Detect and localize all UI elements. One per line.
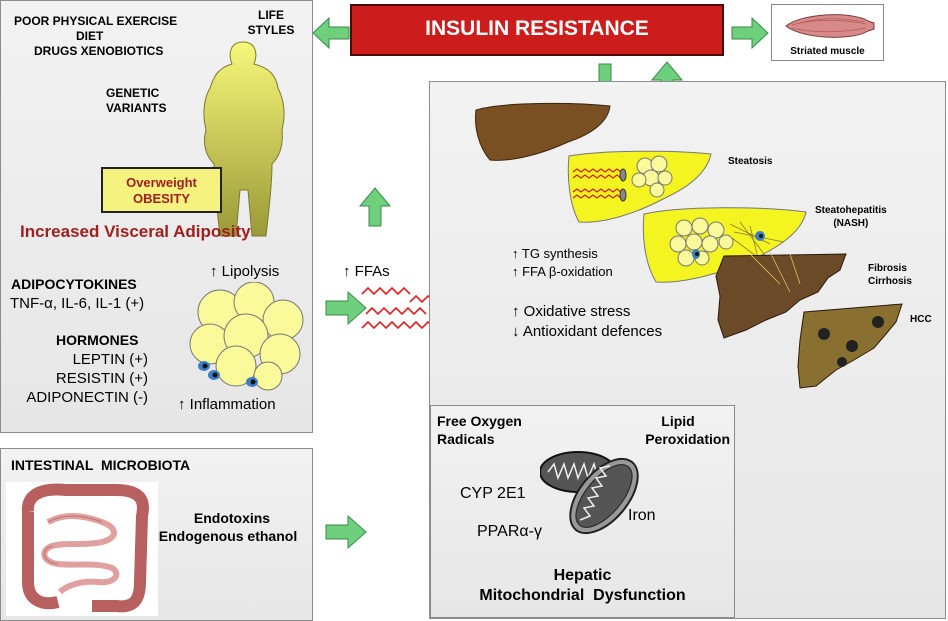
nash-line1: Steatohepatitis xyxy=(815,205,887,216)
mitochondria-icon xyxy=(540,451,639,535)
adipocytokines-title: ADIPOCYTOKINES xyxy=(11,276,137,292)
antioxidant-label: ↓ Antioxidant defences xyxy=(512,323,663,340)
arrow-right-microbiota-icon xyxy=(325,514,367,550)
hormones-title: HORMONES xyxy=(56,332,139,348)
intestine-icon xyxy=(6,482,158,616)
mito-dysfunction-title: Hepatic Mitochondrial Dysfunction xyxy=(430,566,735,606)
ffa-label: ↑ FFAs xyxy=(343,263,390,280)
oxidative-stress-label: ↑ Oxidative stress xyxy=(512,303,631,320)
arrow-up-ffa-icon xyxy=(358,187,392,227)
lipolysis-label: ↑ Lipolysis xyxy=(210,263,280,280)
visceral-adiposity-heading: Increased Visceral Adiposity xyxy=(20,222,251,241)
hormones-list: LEPTIN (+) RESISTIN (+) ADIPONECTIN (-) xyxy=(0,350,148,407)
endotoxins-label: Endotoxins xyxy=(193,510,271,526)
hormone-resistin: RESISTIN (+) xyxy=(55,370,148,387)
insulin-resistance-box: INSULIN RESISTANCE xyxy=(350,4,724,56)
nash-line2: (NASH) xyxy=(833,218,869,229)
lipid-line2: Peroxidation xyxy=(645,431,730,447)
adipocytes-icon xyxy=(189,282,304,391)
lifestyles-line2: STYLES xyxy=(247,23,295,37)
liver-cirrhosis-icon xyxy=(715,251,847,339)
factor-exercise: POOR PHYSICAL EXERCISE xyxy=(14,14,178,28)
fibrosis-line1: Fibrosis xyxy=(868,263,907,274)
steatosis-label: Steatosis xyxy=(728,156,773,167)
liver-normal-icon xyxy=(475,102,611,161)
lifestyles-line1: LIFE xyxy=(258,8,284,22)
obesity-line2: OBESITY xyxy=(132,191,191,206)
lipid-peroxidation-label: Lipid Peroxidation xyxy=(626,412,730,448)
liver-nash-icon xyxy=(642,207,807,283)
cyp2e1-label: CYP 2E1 xyxy=(460,485,526,502)
genetic-line1: GENETIC xyxy=(106,86,160,100)
free-oxygen-label: Free Oxygen Radicals xyxy=(437,412,522,448)
iron-label: Iron xyxy=(628,507,656,524)
striated-muscle-icon xyxy=(785,14,875,38)
fibrosis-label: Fibrosis Cirrhosis xyxy=(868,262,912,288)
obesity-box: Overweight OBESITY xyxy=(101,167,222,213)
fibrosis-line2: Cirrhosis xyxy=(868,276,912,287)
arrow-to-muscle-icon xyxy=(731,16,769,50)
hcc-label: HCC xyxy=(910,314,932,325)
liver-steatosis-icon xyxy=(567,150,712,223)
genetic-line2: VARIANTS xyxy=(106,101,167,115)
lifestyles-label: LIFE STYLES xyxy=(246,8,296,38)
inflammation-label: ↑ Inflammation xyxy=(178,396,276,413)
microbiota-title: INTESTINAL MICROBIOTA xyxy=(11,457,191,473)
muscle-label: Striated muscle xyxy=(790,46,865,57)
ffa-oxidation-label: ↑ FFA β-oxidation xyxy=(512,264,613,279)
mito-title-line2: Mitochondrial Dysfunction xyxy=(479,587,686,604)
ppar-label: PPARα-γ xyxy=(477,523,542,540)
factor-diet: DIET xyxy=(76,29,104,43)
adipocytokines-list: TNF-α, IL-6, IL-1 (+) xyxy=(10,295,145,312)
obese-figure-icon xyxy=(203,41,285,237)
free-oxygen-line2: Radicals xyxy=(437,431,495,447)
obesity-line1: Overweight xyxy=(126,175,197,190)
risk-factors-label: POOR PHYSICAL EXERCISE DIET DRUGS XENOBI… xyxy=(14,14,214,59)
hormone-adiponectin: ADIPONECTIN (-) xyxy=(26,389,148,406)
hormone-leptin: LEPTIN (+) xyxy=(72,351,148,368)
arrow-to-lifestyles-icon xyxy=(312,16,350,50)
liver-hcc-icon xyxy=(797,303,903,389)
endogenous-ethanol-label: Endogenous ethanol xyxy=(158,528,298,544)
lipid-line1: Lipid xyxy=(661,413,695,429)
tg-synthesis-label: ↑ TG synthesis xyxy=(512,246,598,261)
nash-label: Steatohepatitis (NASH) xyxy=(815,204,887,230)
free-oxygen-line1: Free Oxygen xyxy=(437,413,522,429)
mito-title-line1: Hepatic xyxy=(553,567,612,584)
arrow-right-ffa-icon xyxy=(325,290,367,326)
factor-drugs: DRUGS XENOBIOTICS xyxy=(34,44,164,58)
genetic-variants-label: GENETIC VARIANTS xyxy=(106,86,166,116)
